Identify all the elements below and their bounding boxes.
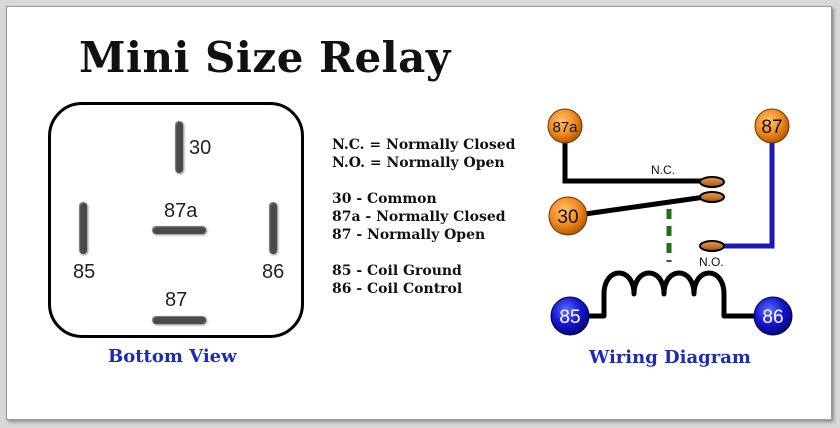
- pin-30: [175, 121, 183, 173]
- legend-no: N.O. = Normally Open: [332, 155, 505, 171]
- pin-label-85: 85: [73, 261, 96, 283]
- contact-label-nc: N.C.: [651, 163, 675, 177]
- wiring-diagram-caption: Wiring Diagram: [588, 347, 751, 368]
- terminal-87a: [547, 108, 583, 144]
- pin-label-87a: 87a: [164, 200, 198, 222]
- pin-label-87: 87: [165, 289, 188, 311]
- wire-30-armature: [584, 193, 713, 217]
- pin-label-30: 30: [189, 137, 212, 159]
- legend-85: 85 - Coil Ground: [332, 263, 462, 279]
- bottom-view-caption: Bottom View: [108, 346, 237, 367]
- pin-86: [269, 202, 277, 254]
- terminal-85: [550, 296, 590, 336]
- legend-nc: N.C. = Normally Closed: [332, 137, 516, 153]
- contact-label-no: N.O.: [699, 255, 724, 269]
- legend-86: 86 - Coil Control: [332, 281, 463, 297]
- terminal-label-86: 86: [762, 307, 783, 328]
- contact-nc-upper: [699, 176, 725, 188]
- terminal-label-87a: 87a: [552, 119, 578, 136]
- pin-label-86: 86: [262, 261, 285, 283]
- legend: N.C. = Normally Closed N.O. = Normally O…: [332, 136, 515, 298]
- coil-winding: [588, 270, 760, 319]
- legend-30: 30 - Common: [332, 191, 437, 207]
- wire-87-no: [712, 140, 775, 249]
- legend-87a: 87a - Normally Closed: [332, 209, 506, 225]
- wire-87a-nc: [562, 140, 712, 184]
- terminal-86: [753, 296, 793, 336]
- contact-armature: [699, 191, 725, 203]
- terminal-30: [548, 196, 588, 236]
- pin-85: [79, 202, 87, 254]
- pin-87: [152, 316, 206, 324]
- contact-no: [699, 240, 725, 252]
- terminal-label-30: 30: [557, 207, 578, 228]
- terminal-87: [754, 108, 790, 144]
- legend-87: 87 - Normally Open: [332, 227, 486, 243]
- page-title: Mini Size Relay: [79, 33, 451, 82]
- terminal-label-85: 85: [559, 307, 580, 328]
- pin-87a: [152, 226, 206, 234]
- terminal-label-87: 87: [761, 117, 782, 138]
